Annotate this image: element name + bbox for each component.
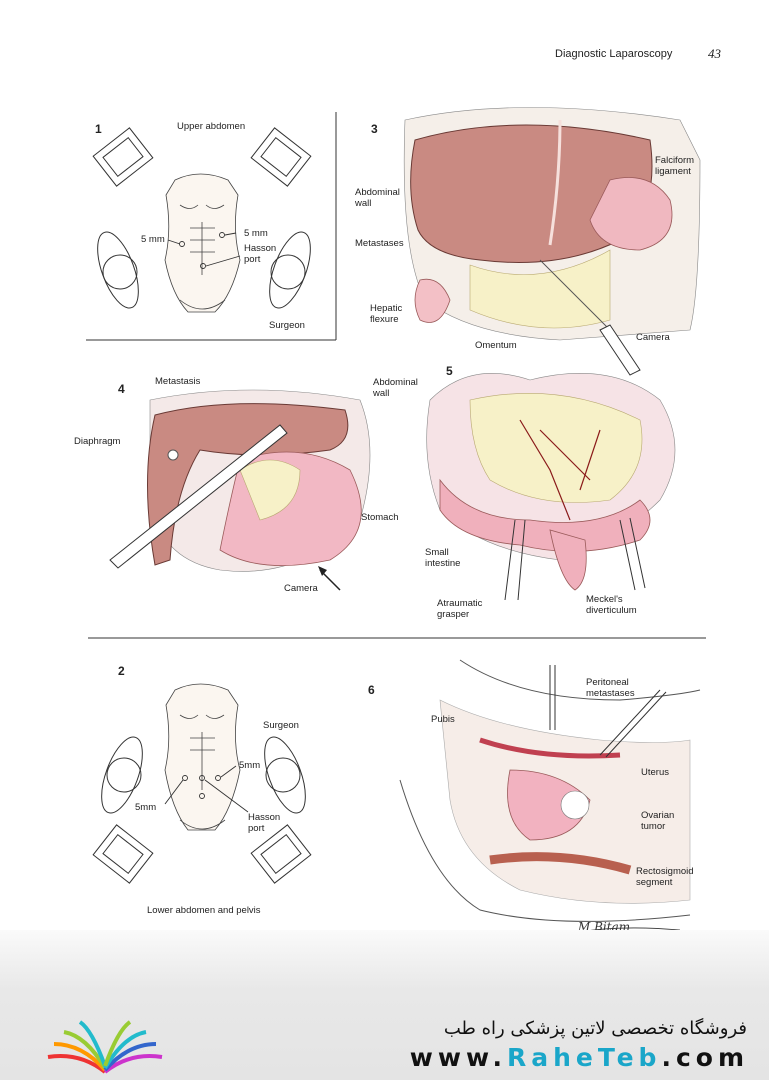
panel2-people <box>101 736 306 814</box>
panel4-abdominal-wall: Abdominal wall <box>373 377 418 399</box>
panel1-caption: Upper abdomen <box>177 121 246 132</box>
panel2-hasson-port: Hasson port <box>248 812 281 834</box>
footer-banner: فروشگاه تخصصی لاتین پزشکی راه طب www.Rah… <box>0 930 769 1080</box>
panel2-ports <box>164 765 249 813</box>
panel4-stomach: Stomach <box>361 512 399 523</box>
website-prefix: www. <box>409 1043 507 1072</box>
panel4-camera: Camera <box>284 583 318 594</box>
panel2-torso <box>164 683 241 831</box>
panel5-illustration <box>426 373 676 601</box>
panel3-camera: Camera <box>636 332 670 343</box>
panel1-port-right: 5 mm <box>244 228 268 239</box>
illustration-canvas <box>86 107 706 933</box>
panel3-omentum: Omentum <box>475 340 517 351</box>
panel2-port-right: 5mm <box>239 760 261 771</box>
panel3-illustration <box>403 107 701 376</box>
panel6-illustration <box>399 659 701 933</box>
panel1-number: 1 <box>95 122 102 136</box>
panel1-torso <box>164 173 241 313</box>
panel3-falciform-ligament: Falciform ligament <box>655 155 695 177</box>
panel3-hepatic-flexure: Hepatic flexure <box>370 303 403 325</box>
panel4-metastasis: Metastasis <box>155 376 201 387</box>
panel3-abdominal-wall: Abdominal wall <box>355 187 400 209</box>
panel6-number: 6 <box>368 683 375 697</box>
panel4-diaphragm: Diaphragm <box>74 436 121 447</box>
panel1-surgeon: Surgeon <box>269 320 305 331</box>
panel6-peritoneal-metastases: Peritoneal metastases <box>586 677 635 699</box>
panel1-monitors <box>92 127 312 187</box>
panel6-rectosigmoid-segment: Rectosigmoid segment <box>636 866 694 888</box>
panel2-surgeon: Surgeon <box>263 720 299 731</box>
running-header-title: Diagnostic Laparoscopy <box>555 48 673 60</box>
panel1-people <box>97 231 311 309</box>
panel2-port-left: 5mm <box>135 802 157 813</box>
panel6-pubis: Pubis <box>431 714 455 725</box>
panel1-frame <box>86 112 337 341</box>
panel5-small-intestine: Small intestine <box>425 547 461 569</box>
panel4-illustration <box>109 389 371 591</box>
panel6-uterus: Uterus <box>641 767 669 778</box>
footer-website[interactable]: www.RaheTeb.com <box>410 1043 749 1072</box>
open-book-logo-icon <box>47 1020 163 1074</box>
panel5-meckels-diverticulum: Meckel's diverticulum <box>586 594 637 616</box>
website-brand: RaheTeb <box>506 1043 662 1072</box>
footer-persian-text: فروشگاه تخصصی لاتین پزشکی راه طب <box>443 1018 747 1039</box>
panel2-caption: Lower abdomen and pelvis <box>147 905 261 916</box>
panel5-atraumatic-grasper: Atraumatic grasper <box>437 598 483 620</box>
panel3-metastases: Metastases <box>355 238 404 249</box>
panel3-number: 3 <box>371 122 378 136</box>
panel2-monitors <box>92 824 312 884</box>
panel1-ports <box>167 232 241 269</box>
panel2-number: 2 <box>118 664 125 678</box>
panel5-number: 5 <box>446 364 453 378</box>
panel1-hasson-port: Hasson port <box>244 243 277 265</box>
panel1-port-left: 5 mm <box>141 234 165 245</box>
website-suffix: .com <box>661 1043 749 1072</box>
panel4-number: 4 <box>118 382 125 396</box>
panel6-ovarian-tumor: Ovarian tumor <box>641 810 675 832</box>
page-number: 43 <box>708 46 721 61</box>
